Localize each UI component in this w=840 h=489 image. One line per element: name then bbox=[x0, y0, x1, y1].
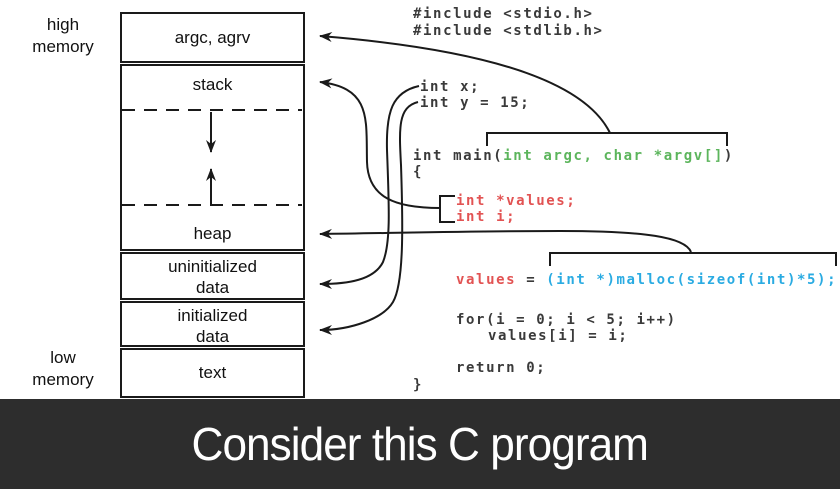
high-memory-label: high memory bbox=[8, 14, 118, 58]
code-global-x-decl: int x; bbox=[420, 79, 481, 95]
low-memory-line2: memory bbox=[32, 370, 94, 389]
code-for-body: values[i] = i; bbox=[488, 328, 629, 344]
text-segment-label: text bbox=[198, 363, 227, 382]
caption-banner: Consider this C program bbox=[0, 399, 840, 489]
memory-section-initialized-data: initialized data bbox=[120, 301, 305, 347]
code-assign-eq: = bbox=[516, 272, 547, 288]
code-include-stdio: #include <stdio.h> bbox=[413, 6, 594, 22]
memory-section-uninitialized-data: uninitialized data bbox=[120, 252, 305, 300]
code-values-decl: int *values; bbox=[456, 193, 577, 209]
low-memory-line1: low bbox=[50, 348, 76, 367]
memory-section-text: text bbox=[120, 348, 305, 398]
code-assign-lhs: values bbox=[456, 272, 517, 288]
caption-title: Consider this C program bbox=[191, 418, 649, 470]
heap-label: heap bbox=[193, 224, 232, 243]
uninitialized-data-line2: data bbox=[195, 278, 230, 297]
high-memory-line2: memory bbox=[32, 37, 94, 56]
code-malloc-assignment: values = (int *)malloc(sizeof(int)*5); bbox=[456, 272, 837, 288]
initialized-data-line1: initialized bbox=[177, 306, 248, 325]
code-main-args: int argc, char *argv[] bbox=[503, 148, 724, 164]
stack-label: stack bbox=[192, 75, 233, 94]
low-memory-label: low memory bbox=[8, 347, 118, 391]
code-main-post: ) bbox=[723, 148, 734, 164]
code-main-pre: int main( bbox=[413, 148, 504, 164]
uninitialized-data-line1: uninitialized bbox=[168, 257, 257, 276]
memory-section-stack-heap: stack heap bbox=[120, 64, 305, 251]
arrow-x-to-uninitialized-data bbox=[319, 85, 420, 289]
memory-section-argc-argv: argc, agrv bbox=[120, 12, 305, 63]
arrow-y-to-initialized-data bbox=[319, 101, 419, 335]
malloc-expression-bracket bbox=[549, 252, 837, 266]
initialized-data-line2: data bbox=[195, 327, 230, 346]
code-assign-rhs: (int *)malloc(sizeof(int)*5); bbox=[546, 272, 838, 288]
high-memory-line1: high bbox=[46, 15, 80, 34]
code-include-stdlib: #include <stdlib.h> bbox=[413, 23, 604, 39]
code-return: return 0; bbox=[456, 360, 547, 376]
local-vars-bracket bbox=[439, 195, 455, 223]
code-main-signature: int main(int argc, char *argv[]) bbox=[413, 148, 734, 164]
arrow-malloc-to-heap bbox=[319, 228, 692, 253]
argv-args-bracket bbox=[486, 132, 728, 146]
code-global-y-decl: int y = 15; bbox=[420, 95, 531, 111]
argc-argv-label: argc, agrv bbox=[174, 28, 251, 47]
code-open-brace: { bbox=[413, 164, 424, 180]
code-for-loop: for(i = 0; i < 5; i++) bbox=[456, 312, 677, 328]
code-close-brace: } bbox=[413, 377, 424, 393]
code-i-decl: int i; bbox=[456, 209, 517, 225]
